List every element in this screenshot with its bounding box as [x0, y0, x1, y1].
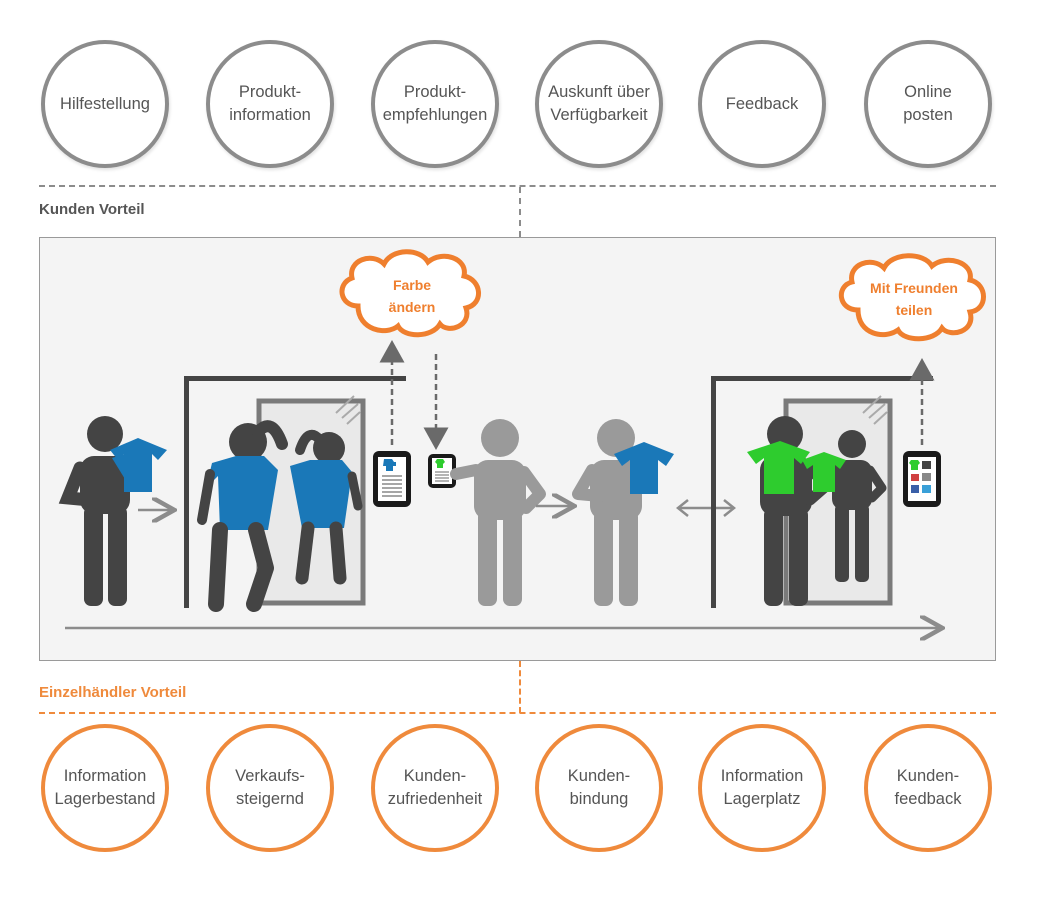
- benefit-circle-verfuegbarkeit: Auskunft über Verfügbarkeit: [535, 40, 663, 168]
- cloud-label-line1: Mit Freunden: [870, 280, 958, 296]
- benefit-circle-online-posten: Online posten: [864, 40, 992, 168]
- person-using-tablet-icon: [450, 419, 546, 606]
- retailer-circle-kundenzufriedenheit: Kunden- zufriedenheit: [371, 724, 499, 852]
- tablet-icon: [428, 454, 456, 488]
- benefit-label: Hilfestellung: [60, 94, 150, 113]
- cloud-label-line2: teilen: [896, 302, 933, 318]
- retailer-circle-kundenbindung: Kunden- bindung: [535, 724, 663, 852]
- retailer-benefit-title: Einzelhändler Vorteil: [39, 684, 187, 701]
- shopping-scene-panel: Farbe ändern: [39, 237, 996, 661]
- double-arrow: [675, 499, 737, 517]
- benefit-label: Produkt- empfehlungen: [382, 83, 488, 124]
- retailer-circle-verkaufssteigernd: Verkaufs- steigernd: [206, 724, 334, 852]
- benefit-circle-produktempfehlungen: Produkt- empfehlungen: [371, 40, 499, 168]
- retailer-benefit-label: Verkaufs- steigernd: [235, 767, 305, 808]
- cloud-label-line1: Farbe: [393, 277, 431, 293]
- customer-divider: [39, 185, 996, 187]
- benefit-label: Feedback: [725, 94, 799, 113]
- cloud-icon: Mit Freunden teilen: [839, 253, 986, 342]
- benefit-label: Auskunft über Verfügbarkeit: [548, 83, 650, 124]
- fitting-room-icon: [184, 376, 406, 608]
- cloud-label-line2: ändern: [389, 299, 436, 315]
- benefit-label: Produkt- information: [229, 83, 311, 124]
- retailer-connector: [519, 661, 521, 713]
- cloud-icon: Farbe ändern: [339, 249, 481, 338]
- person-holding-green-shirt-icon: [747, 416, 832, 606]
- benefit-label: Online posten: [903, 83, 953, 124]
- tablet-icon: [373, 451, 411, 507]
- benefit-circle-feedback: Feedback: [698, 40, 826, 168]
- person-trying-on-blue-shirt-icon: [197, 420, 288, 612]
- benefit-circle-hilfestellung: Hilfestellung: [41, 40, 169, 168]
- retailer-circle-kundenfeedback: Kunden- feedback: [864, 724, 992, 852]
- tablet-icon: [903, 451, 941, 507]
- fitting-room-icon: [711, 376, 933, 608]
- retailer-divider: [39, 712, 996, 714]
- mirror-reflection-icon: [290, 429, 363, 585]
- retailer-benefit-label: Information Lagerplatz: [720, 767, 804, 808]
- person-holding-blue-shirt-icon: [572, 419, 674, 606]
- benefit-circle-produktinformation: Produkt- information: [206, 40, 334, 168]
- customer-connector: [519, 187, 521, 237]
- retailer-benefit-label: Kunden- bindung: [567, 767, 631, 808]
- retailer-circle-lagerplatz: Information Lagerplatz: [698, 724, 826, 852]
- shopping-scene: Farbe ändern: [58, 249, 986, 662]
- retailer-benefit-label: Kunden- zufriedenheit: [387, 767, 483, 808]
- retailer-circle-lagerbestand: Information Lagerbestand: [41, 724, 169, 852]
- retailer-benefit-label: Kunden- feedback: [894, 767, 962, 808]
- mirror-reflection-icon: [802, 430, 887, 582]
- retailer-benefit-label: Information Lagerbestand: [54, 767, 156, 808]
- person-holding-blue-shirt-icon: [58, 416, 167, 606]
- customer-benefit-title: Kunden Vorteil: [39, 201, 145, 218]
